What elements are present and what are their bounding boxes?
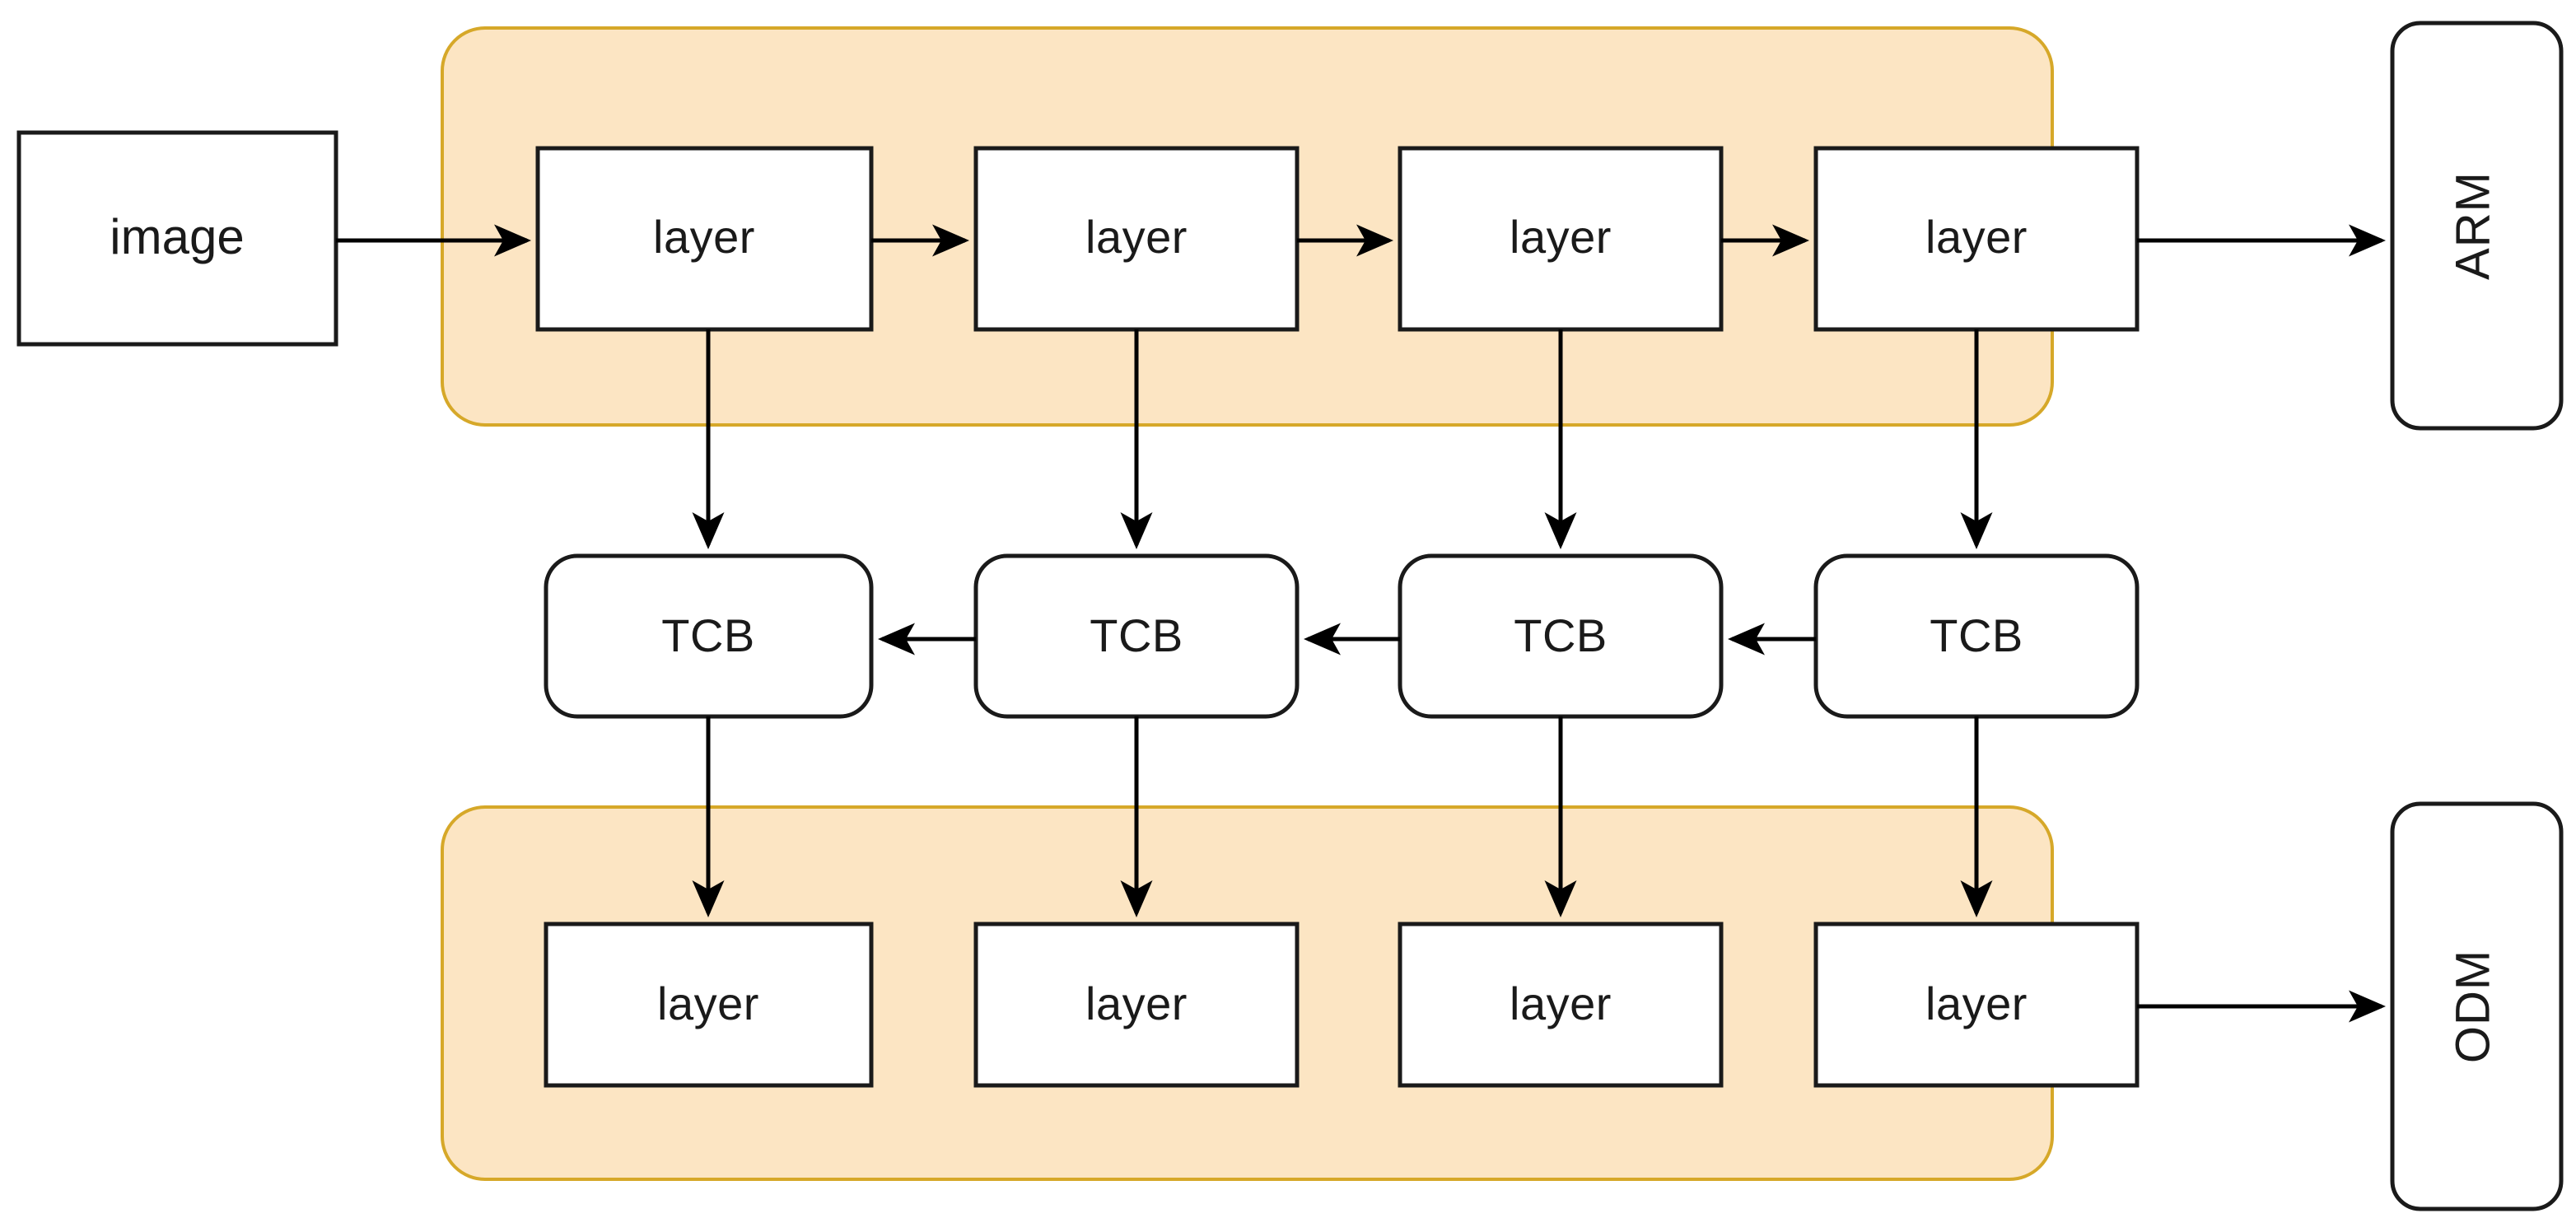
node-arm-label: ARM — [2446, 171, 2499, 280]
node-bottom-layer-4-label: layer — [1925, 978, 2028, 1029]
node-tcb-2-label: TCB — [1090, 609, 1183, 661]
node-image-label: image — [110, 209, 244, 264]
node-top-layer-4-label: layer — [1925, 211, 2028, 263]
node-bottom-layer-1[interactable] — [544, 922, 874, 1088]
node-top-layer-1-label: layer — [653, 211, 755, 263]
node-top-layer-4[interactable] — [1813, 146, 2140, 332]
node-image[interactable] — [16, 130, 338, 347]
node-bottom-layer-1-label: layer — [657, 978, 759, 1029]
node-tcb-4-label: TCB — [1930, 609, 2023, 661]
node-tcb-1-label: TCB — [661, 609, 755, 661]
node-tcb-3-label: TCB — [1514, 609, 1608, 661]
node-bottom-layer-2-label: layer — [1085, 978, 1188, 1029]
node-bottom-layer-3[interactable] — [1398, 922, 1724, 1088]
node-top-layer-2-label: layer — [1085, 211, 1188, 263]
node-odm[interactable] — [2390, 801, 2564, 1211]
node-odm-label: ODM — [2446, 950, 2499, 1063]
node-arm[interactable] — [2390, 21, 2564, 431]
node-top-layer-3-label: layer — [1510, 211, 1612, 263]
node-bottom-layer-2[interactable] — [973, 922, 1300, 1088]
node-bottom-layer-3-label: layer — [1510, 978, 1612, 1029]
node-top-layer-3[interactable] — [1398, 146, 1724, 332]
